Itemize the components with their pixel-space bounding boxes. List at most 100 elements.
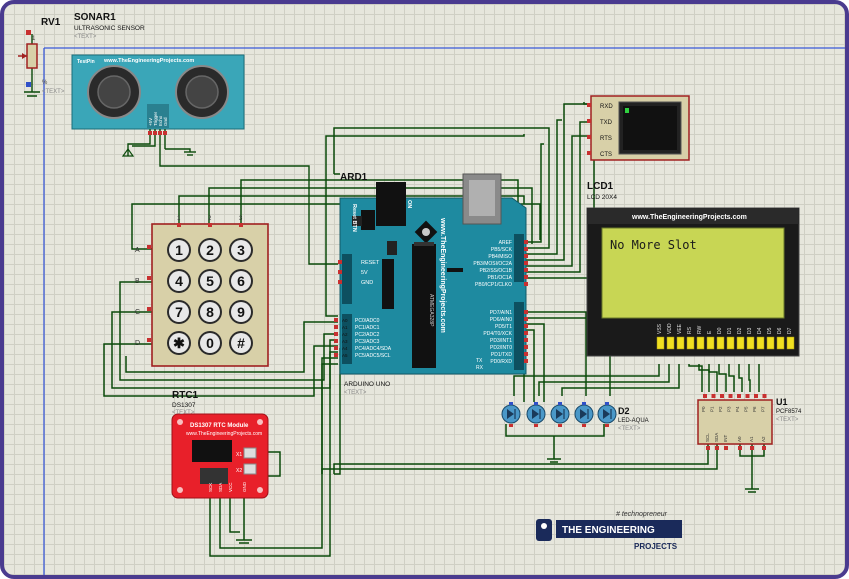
arduino-analog-name: A5 [342, 353, 348, 358]
arduino-digital-pin: PB5/SCK [491, 247, 513, 253]
pcf8574-pin-label: SCL [705, 433, 710, 442]
rtc-pin-vcc: VCC [228, 482, 233, 492]
pcf8574-pin-label: P4 [735, 406, 740, 412]
pcf8574-pin-label: P3 [727, 406, 732, 412]
rtc-pin-sck: SCK [208, 483, 213, 492]
arduino-digital-pin: PD5/T1 [495, 324, 512, 330]
led-array[interactable] [501, 402, 617, 427]
arduino-rx-label: RX [476, 365, 484, 371]
rv1-text: <TEXT> [42, 89, 65, 95]
rtc-pin-sda: SDA [218, 483, 223, 492]
keypad-key-label: 5 [206, 273, 214, 289]
keypad-col-label: 3 [239, 216, 243, 222]
led-ref: D2 [618, 406, 630, 416]
pcf8574-chip[interactable] [697, 399, 773, 445]
arduino-digital-pin: PB1/OC1A [488, 275, 513, 281]
arduino-analog-name: A3 [342, 339, 348, 344]
arduino-uno-board[interactable] [339, 173, 527, 375]
u1-type: PCF8574 [776, 409, 802, 415]
arduino-type: ARDUINO UNO [344, 381, 390, 388]
lcd-pin-label: D6 [777, 327, 783, 334]
pcf8574-pin-label: P7 [761, 406, 766, 412]
keypad-key-label: 2 [206, 242, 214, 258]
logo-line2: PROJECTS [634, 542, 678, 551]
rtc-pin-gnd: GND [242, 481, 247, 492]
arduino-digital-pin: PD1/TXD [491, 352, 513, 358]
arduino-ref: ARD1 [340, 172, 368, 183]
rtc-pin-x1: X1 [236, 452, 242, 458]
terminal-pin-label: RXD [600, 104, 613, 110]
arduino-digital-pin: PD6/AIN0 [490, 317, 512, 323]
pcf8574-pin-label: P1 [710, 406, 715, 412]
arduino-digital-pin: PB2/SS/OC1B [479, 268, 512, 274]
sonar-sensor[interactable] [71, 54, 245, 130]
lcd-pin-label: RS [687, 326, 693, 334]
arduino-digital-pin: AREF [499, 240, 512, 246]
lcd-display-text: No More Slot [610, 238, 697, 252]
arduino-left-pin: RESET [361, 260, 380, 266]
rv1-pct: % [42, 80, 48, 86]
arduino-analog-pin: PC5/ADC5/SCL [355, 353, 391, 359]
sonar-wires [127, 129, 338, 265]
pcf8574-pin-label: A1 [749, 436, 754, 442]
lcd-pin-label: D3 [747, 327, 753, 334]
lcd-pin-label: D0 [717, 327, 723, 334]
keypad-key-label: 8 [206, 304, 214, 320]
pcf8574-pin-label: A2 [761, 436, 766, 442]
arduino-analog-pin: PC3/ADC3 [355, 339, 380, 345]
pcf8574-pin-label: P2 [718, 406, 723, 412]
lcd-module[interactable] [586, 207, 800, 357]
arduino-analog-name: A1 [342, 325, 348, 330]
arduino-text: <TEXT> [344, 390, 367, 396]
arduino-reset-btn-label: Reset BTN [351, 204, 357, 232]
sonar-text: <TEXT> [74, 34, 97, 40]
keypad-key-label: 7 [175, 304, 183, 320]
pcf8574-pin-label: P6 [752, 406, 757, 412]
lcd-pin-label: D5 [767, 327, 773, 334]
lcd-pin-label: VEE [677, 323, 683, 334]
keypad-key-label: ✱ [173, 335, 185, 351]
virtual-terminal[interactable] [590, 95, 690, 161]
lcd-pin-label: VSS [657, 323, 663, 334]
arduino-analog-pin: PC0/ADC0 [355, 318, 380, 324]
u1-ref: U1 [776, 397, 788, 407]
sonar-pin-echo: Echo [158, 115, 163, 126]
keypad-key-label: 1 [175, 242, 183, 258]
arduino-tx-label: TX [476, 358, 483, 364]
terminal-pin-label: CTS [600, 152, 612, 158]
arduino-digital-pin: PD2/INT0 [490, 345, 512, 351]
rtc-pin-x2: X2 [236, 468, 242, 474]
sonar-ref: SONAR1 [74, 12, 116, 23]
pcf8574-pin-label: P5 [744, 406, 749, 412]
sonar-type: ULTRASONIC SENSOR [74, 25, 145, 32]
sonar-website: www.TheEngineeringProjects.com [103, 58, 194, 64]
arduino-digital-pin: PD4/T0/XCK [483, 331, 512, 337]
u1-text: <TEXT> [776, 417, 799, 423]
rtc-ref: RTC1 [172, 390, 199, 401]
arduino-chip-label: ATMEGA328P [428, 294, 434, 327]
terminal-pin-label: TXD [600, 120, 613, 126]
sonar-pin-gnd: Gnd [163, 117, 168, 126]
power-arrow-icon [121, 147, 135, 157]
arduino-analog-name: A2 [342, 332, 348, 337]
lcd-pin-label: D2 [737, 327, 743, 334]
arduino-analog-pin: PC2/ADC2 [355, 332, 380, 338]
sonar-board-label: TestPin [77, 59, 95, 65]
led-text: <TEXT> [618, 426, 641, 432]
rtc-website: www.TheEngineeringProjects.com [186, 431, 262, 437]
rtc-type: DS1307 [172, 402, 196, 409]
lcd-pin-label: D4 [757, 327, 763, 334]
rtc-board-title: DS1307 RTC Module [190, 423, 249, 429]
arduino-pin-labels: RESET5VGNDPC0/ADC0A0PC1/ADC1A1PC2/ADC2A2… [334, 240, 528, 371]
arduino-analog-pin: PC4/ADC4/SDA [355, 346, 392, 352]
lcd-pin-label: D1 [727, 327, 733, 334]
rv1-potentiometer[interactable] [18, 30, 40, 97]
keypad-key-label: 9 [237, 304, 245, 320]
rv1-ref: RV1 [41, 17, 61, 28]
arduino-left-pin: 5V [361, 270, 368, 276]
sonar-pin-5v: +5V [148, 118, 153, 126]
arduino-analog-pin: PC1/ADC1 [355, 325, 380, 331]
rtc-module[interactable] [171, 413, 269, 499]
